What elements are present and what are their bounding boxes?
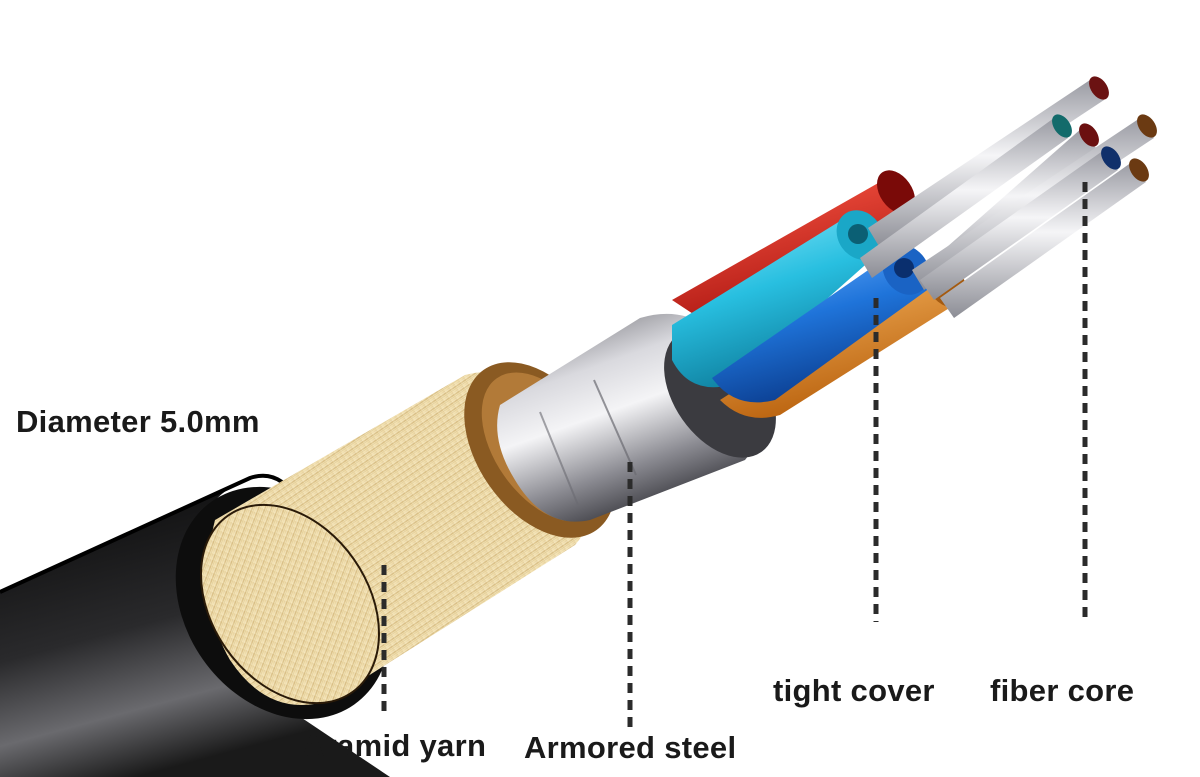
- armored-steel-label: Armored steel: [524, 730, 737, 765]
- tight-cover-label: tight cover: [773, 673, 935, 708]
- leader-lines: [381, 182, 1088, 730]
- fiber-cores: [860, 76, 1157, 318]
- diameter-label: Diameter 5.0mm: [16, 404, 260, 439]
- aramid-yarn-label: Aramid yarn: [302, 728, 487, 763]
- tight-buffer-tubes: [672, 170, 967, 418]
- fiber-core-label: fiber core: [990, 673, 1135, 708]
